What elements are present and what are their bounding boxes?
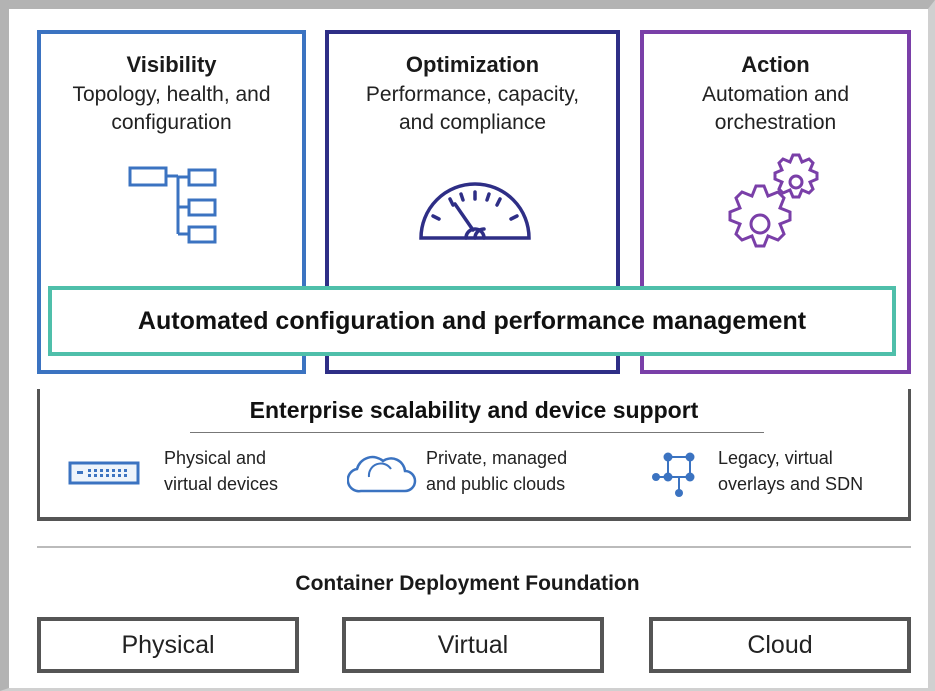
- cloud-icon: [347, 455, 417, 493]
- divider: [190, 432, 764, 433]
- pillar-subtitle: Automation and orchestration: [701, 83, 850, 134]
- section-divider: [37, 546, 911, 548]
- pillar-subtitle: Topology, health, and configuration: [72, 83, 271, 134]
- foundation-title: Container Deployment Foundation: [295, 572, 640, 595]
- speedometer-icon: [419, 182, 531, 240]
- pillar-subtitle: Performance, capacity, and compliance: [365, 83, 580, 134]
- automation-banner: Automated configuration and performance …: [48, 286, 896, 356]
- pillar-title: Action: [741, 52, 810, 77]
- foundation-box-physical: Physical: [37, 617, 299, 673]
- feature-clouds: Private, managed and public clouds: [426, 448, 568, 494]
- scalability-title: Enterprise scalability and device suppor…: [249, 397, 699, 423]
- foundation-box-cloud: Cloud: [649, 617, 911, 673]
- foundation-box-virtual: Virtual: [342, 617, 604, 673]
- topology-tree-icon: [128, 166, 217, 244]
- network-switch-icon: [68, 461, 140, 485]
- network-nodes-icon: [652, 452, 695, 497]
- pillar-title: Visibility: [126, 52, 217, 77]
- gears-icon: [728, 153, 819, 248]
- scalability-panel: Enterprise scalability and device suppor…: [37, 389, 911, 521]
- pillar-title: Optimization: [405, 52, 540, 77]
- feature-legacy-sdn: Legacy, virtual overlays and SDN: [718, 448, 864, 494]
- feature-physical-virtual: Physical and virtual devices: [164, 448, 279, 494]
